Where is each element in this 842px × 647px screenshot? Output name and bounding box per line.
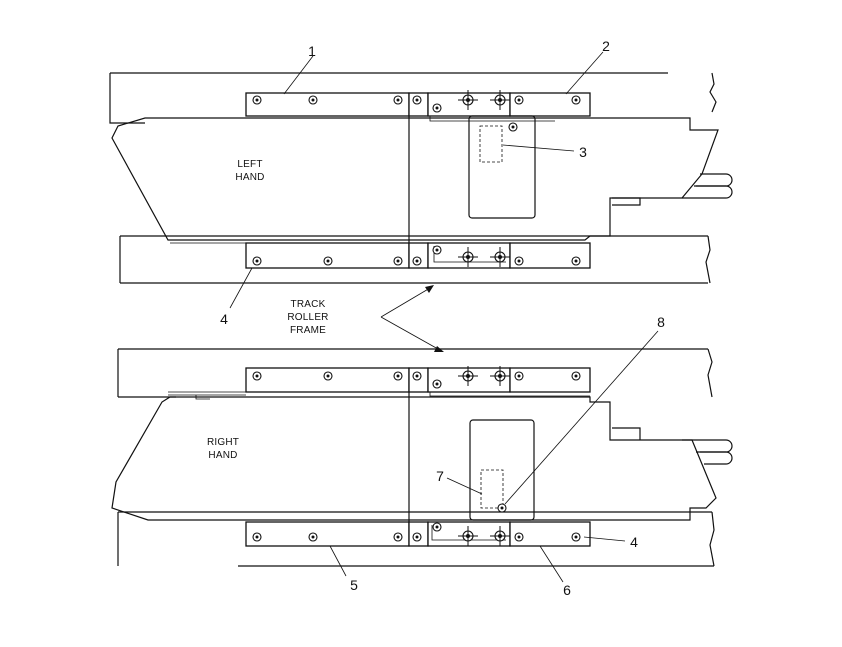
right-top-bolts — [252, 366, 581, 389]
track-roller-frame-label-line3: FRAME — [290, 325, 326, 336]
right-inspection-window — [480, 469, 504, 509]
callout-2: 2 — [602, 38, 610, 54]
callout-4-top: 4 — [220, 311, 228, 327]
left-inspection-cover — [468, 115, 536, 219]
left-hand-label-line1: LEFT — [237, 159, 262, 170]
track-roller-frame-label-line2: ROLLER — [287, 312, 328, 323]
callout-7: 7 — [436, 468, 444, 484]
right-tube — [612, 427, 733, 465]
callout-6: 6 — [563, 582, 571, 598]
left-plate-top-left — [245, 92, 410, 117]
left-top-bolts — [252, 90, 581, 132]
right-bottom-bolts — [252, 503, 581, 546]
right-frame-body — [111, 396, 717, 521]
right-plate-bottom-left — [245, 521, 410, 547]
hand-labels: LEFT HAND RIGHT HAND TRACK ROLLER FRAME — [207, 159, 328, 461]
right-hand-label-line2: HAND — [208, 450, 237, 461]
left-plate-top-right — [509, 92, 591, 117]
left-tube — [612, 173, 733, 206]
callout-4-bottom: 4 — [630, 534, 638, 550]
right-frame-rails — [117, 348, 715, 567]
left-bottom-bolts — [252, 245, 581, 267]
left-hand-label-line2: HAND — [235, 172, 264, 183]
right-hand-label-line1: RIGHT — [207, 437, 239, 448]
track-roller-frame-label-line1: TRACK — [291, 299, 326, 310]
left-frame-body — [111, 117, 719, 241]
leader-lines — [229, 51, 659, 583]
callout-3: 3 — [579, 144, 587, 160]
callout-1: 1 — [308, 43, 316, 59]
right-inspection-cover — [469, 419, 535, 521]
callout-5: 5 — [350, 577, 358, 593]
left-hand-assembly — [109, 72, 733, 284]
callout-numbers: 1 2 3 4 8 7 4 5 6 — [220, 38, 665, 598]
callout-8: 8 — [657, 314, 665, 330]
right-hand-assembly — [111, 348, 733, 567]
left-inspection-window — [479, 125, 503, 163]
